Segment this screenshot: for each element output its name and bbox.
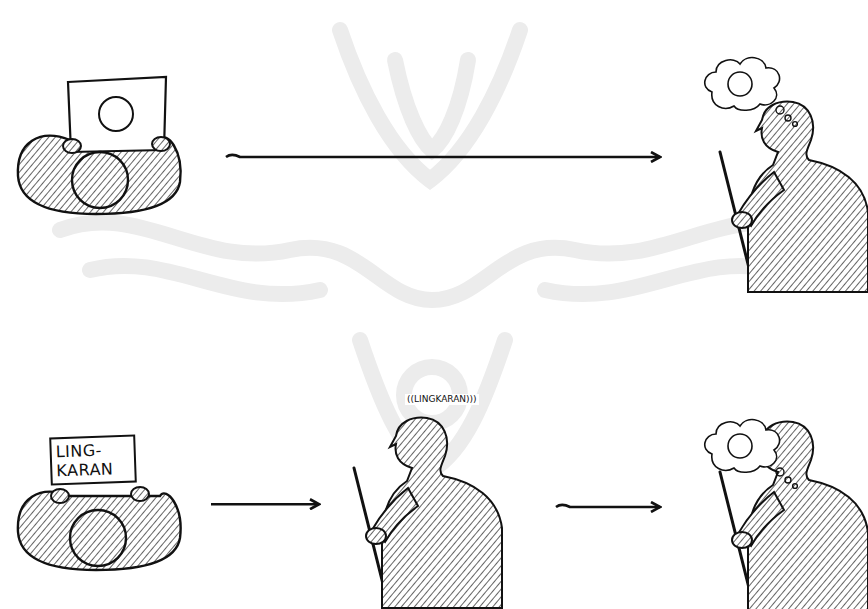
short-arrow [556,505,660,507]
speaking-person: ((LINGKARAN))) [325,392,525,600]
sheet-text: LING- KARAN [49,435,137,486]
seated-person-with-word [18,487,181,570]
standing-person-thinking [705,58,868,292]
standing-person-thinking [705,420,868,609]
watermark-emblem [60,30,805,470]
speaking-person [354,418,502,608]
spoken-word: ((LINGKARAN))) [405,394,479,405]
arrow-connector [211,503,319,506]
seated-person-with-picture [18,77,181,214]
person-holding-sheet: LING- KARAN [12,430,207,575]
long-arrow [226,155,660,157]
